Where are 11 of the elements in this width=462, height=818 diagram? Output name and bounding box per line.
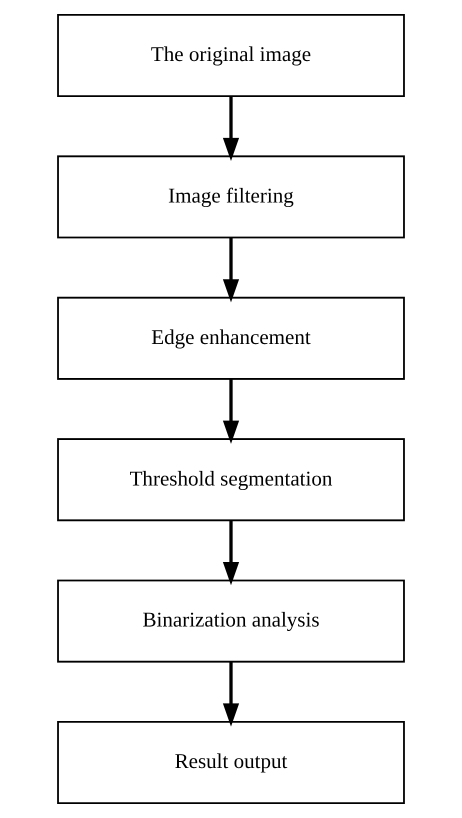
arrow — [222, 662, 240, 727]
arrow — [222, 379, 240, 444]
arrow — [222, 238, 240, 302]
node-box: Result output — [57, 720, 405, 804]
node-box: Binarization analysis — [57, 580, 405, 663]
node-box: The original image — [57, 14, 405, 98]
arrow — [222, 96, 240, 162]
node-box: Image filtering — [57, 155, 405, 238]
node-box: Edge enhancement — [57, 296, 405, 380]
node-box: Threshold segmentation — [57, 438, 405, 522]
arrow — [222, 520, 240, 586]
